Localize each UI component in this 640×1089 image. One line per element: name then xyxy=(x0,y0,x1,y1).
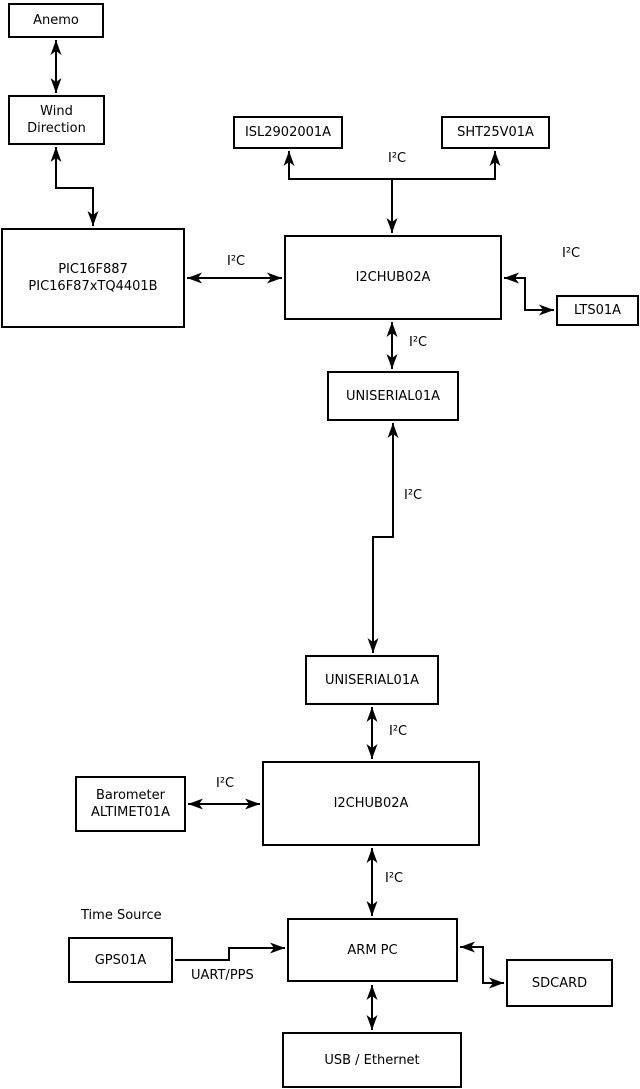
edge-uniserial1-uniserial2 xyxy=(367,423,399,653)
node-wind-direction: Wind Direction xyxy=(8,95,105,145)
edge-label-uart-pps: UART/PPS xyxy=(191,968,254,983)
node-sht25v01a: SHT25V01A xyxy=(441,116,550,149)
node-i2chub02a-1: I2CHUB02A xyxy=(284,235,502,320)
edge-label-i2c-barometer-hub2: I²C xyxy=(216,776,235,791)
edge-i2chub1-lts xyxy=(504,272,554,316)
node-arm-pc: ARM PC xyxy=(287,918,458,982)
edge-label-i2c-hub-lts: I²C xyxy=(562,246,581,261)
node-i2chub02a-2-label: I2CHUB02A xyxy=(333,796,409,811)
node-i2chub02a-2: I2CHUB02A xyxy=(262,761,480,846)
edge-label-i2c-hub-uniserial1: I²C xyxy=(409,335,428,350)
node-gps01a: GPS01A xyxy=(68,937,173,983)
edge-label-i2c-uniserial2-hub2: I²C xyxy=(389,724,408,739)
node-barometer-line1: Barometer xyxy=(96,788,165,803)
node-pic16f887-line1: PIC16F887 xyxy=(58,262,128,277)
node-i2chub02a-1-label: I2CHUB02A xyxy=(355,270,431,285)
node-arm-pc-label: ARM PC xyxy=(347,942,398,958)
node-uniserial01a-2: UNISERIAL01A xyxy=(305,655,439,705)
node-sdcard: SDCARD xyxy=(506,959,613,1007)
node-barometer: Barometer ALTIMET01A xyxy=(75,776,186,832)
node-isl2902001a: ISL2902001A xyxy=(233,116,343,149)
node-pic16f887-line2: PIC16F87xTQ4401B xyxy=(28,279,158,294)
node-barometer-line2: ALTIMET01A xyxy=(91,805,170,820)
node-wind-direction-line1: Wind xyxy=(40,104,73,119)
node-pic16f887: PIC16F887 PIC16F87xTQ4401B xyxy=(1,228,185,328)
node-lts01a-label: LTS01A xyxy=(573,303,622,318)
node-lts01a: LTS01A xyxy=(556,295,639,326)
node-uniserial01a-1-label: UNISERIAL01A xyxy=(346,388,440,404)
edge-winddirection-pic xyxy=(50,147,99,226)
edge-label-i2c-hub2-armpc: I²C xyxy=(385,871,404,886)
node-usb-ethernet: USB / Ethernet xyxy=(282,1032,462,1088)
edge-armpc-sdcard xyxy=(460,941,504,989)
node-anemo-label: Anemo xyxy=(33,13,79,28)
node-sdcard-label: SDCARD xyxy=(531,975,588,991)
node-uniserial01a-1: UNISERIAL01A xyxy=(327,371,459,421)
node-sht25v01a-label: SHT25V01A xyxy=(457,125,534,140)
edge-label-time-source: Time Source xyxy=(81,908,162,923)
edge-label-i2c-pic-hub: I²C xyxy=(227,254,246,269)
node-uniserial01a-2-label: UNISERIAL01A xyxy=(325,672,419,688)
node-anemo: Anemo xyxy=(8,3,104,38)
edge-label-i2c-bus-top: I²C xyxy=(388,151,407,166)
node-usb-ethernet-label: USB / Ethernet xyxy=(324,1052,420,1068)
node-wind-direction-line2: Direction xyxy=(27,121,86,136)
edge-label-i2c-uniserial-long: I²C xyxy=(404,488,423,503)
node-isl2902001a-label: ISL2902001A xyxy=(244,125,332,140)
node-gps01a-label: GPS01A xyxy=(94,952,147,968)
edge-gps-armpc xyxy=(175,942,285,961)
